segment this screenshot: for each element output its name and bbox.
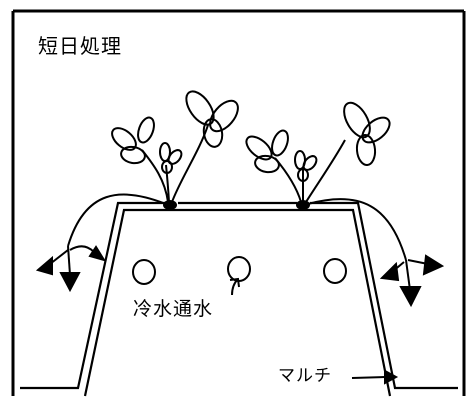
cold-water-pipes (132, 256, 347, 285)
runner-left (67, 193, 167, 247)
mulch-pointer-arrow (351, 369, 399, 385)
arrow-right-left (88, 245, 107, 262)
cold-water-pointer-arrow (229, 277, 240, 296)
crown-right (296, 200, 310, 210)
cold-water-label: 冷水通水 (133, 298, 214, 320)
pipe-center (227, 256, 251, 282)
crown-left (163, 200, 177, 210)
outer-frame (11, 9, 466, 396)
strawberry-plant-left (67, 90, 239, 247)
runner-tip-left (35, 245, 107, 293)
runner-tip-right (379, 254, 445, 308)
arrow-down-right (399, 286, 422, 308)
pipe-left (132, 259, 156, 285)
mulch-label: マルチ (278, 366, 332, 386)
arrow-right-right (422, 254, 445, 276)
arrow-left-right (379, 261, 400, 282)
bed-outer-outline (20, 201, 458, 390)
pipe-right (323, 258, 347, 284)
bed-inner-outline (83, 208, 392, 397)
runner-right (307, 198, 407, 261)
arrow-down-left (59, 272, 81, 293)
arrow-left-left (35, 255, 53, 276)
strawberry-plant-right (245, 101, 407, 261)
diagram-title: 短日処理 (38, 34, 122, 58)
raised-bed (20, 201, 458, 397)
